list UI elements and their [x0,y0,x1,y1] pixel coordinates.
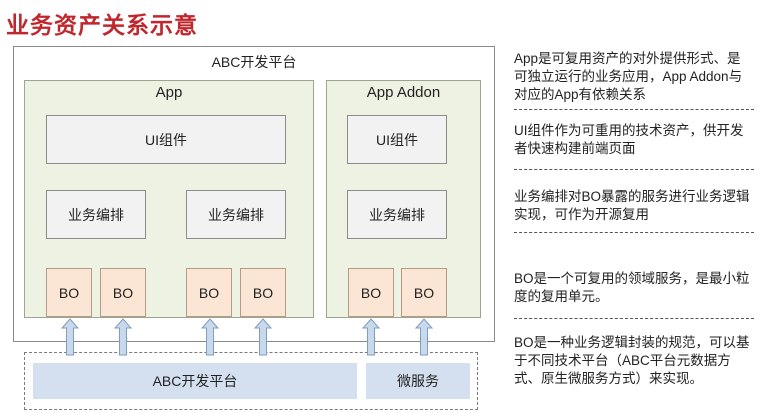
note-separator [514,318,754,319]
platform-title: ABC开发平台 [211,54,297,70]
app-bo-3: BO [186,268,232,317]
app-bo-2: BO [100,268,146,317]
note-ui-component: UI组件作为可重用的技术资产，供开发者快速构建前端页面 [514,123,744,156]
addon-bo-1: BO [348,268,394,317]
bottom-platform-bar: ABC开发平台 [33,363,357,399]
note-separator [514,109,754,110]
diagram-title: 业务资产关系示意 [6,12,198,38]
addon-bo-2: BO [401,268,447,317]
app-bo-1: BO [46,268,92,317]
arrow-up-icon [200,318,220,356]
arrow-up-icon [253,318,273,356]
note-separator [514,232,754,233]
app-title: App [155,84,183,101]
note-app: App是可复用资产的对外提供形式、是可独立运行的业务应用，App Addon与对… [514,51,743,102]
app-bo-4: BO [240,268,286,317]
note-bo-reuse: BO是一个可复用的领域服务，是最小粒度的复用单元。 [514,271,750,304]
bottom-microservice-bar: 微服务 [366,363,470,399]
note-bo-spec: BO是一种业务逻辑封装的规范，可以基于不同技术平台（ABC平台元数据方式、原生微… [514,335,750,386]
app-ui-component: UI组件 [46,115,286,164]
addon-title: App Addon [366,84,441,101]
addon-ui-component: UI组件 [347,115,447,164]
note-separator [514,169,754,170]
app-orchestration-left: 业务编排 [46,190,146,239]
app-orchestration-right: 业务编排 [186,190,286,239]
arrow-up-icon [361,318,381,356]
addon-orchestration: 业务编排 [347,190,447,239]
arrow-up-icon [60,318,80,356]
arrow-up-icon [414,318,434,356]
arrow-up-icon [113,318,133,356]
note-orchestration: 业务编排对BO暴露的服务进行业务逻辑实现，可作为开源复用 [514,189,750,222]
